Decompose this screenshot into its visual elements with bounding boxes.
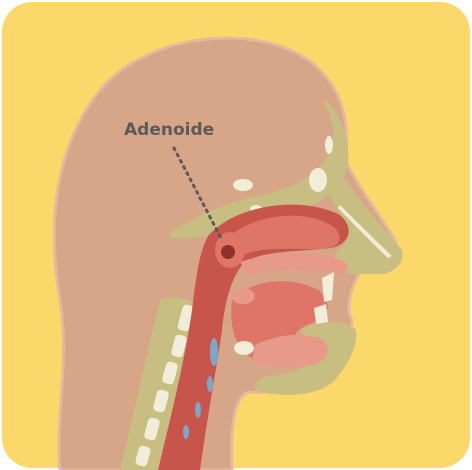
adenoid-label: Adenoide — [124, 120, 214, 140]
hyoid-bone — [234, 341, 254, 355]
tonsil — [231, 288, 255, 304]
adenoid-spot — [221, 245, 235, 259]
